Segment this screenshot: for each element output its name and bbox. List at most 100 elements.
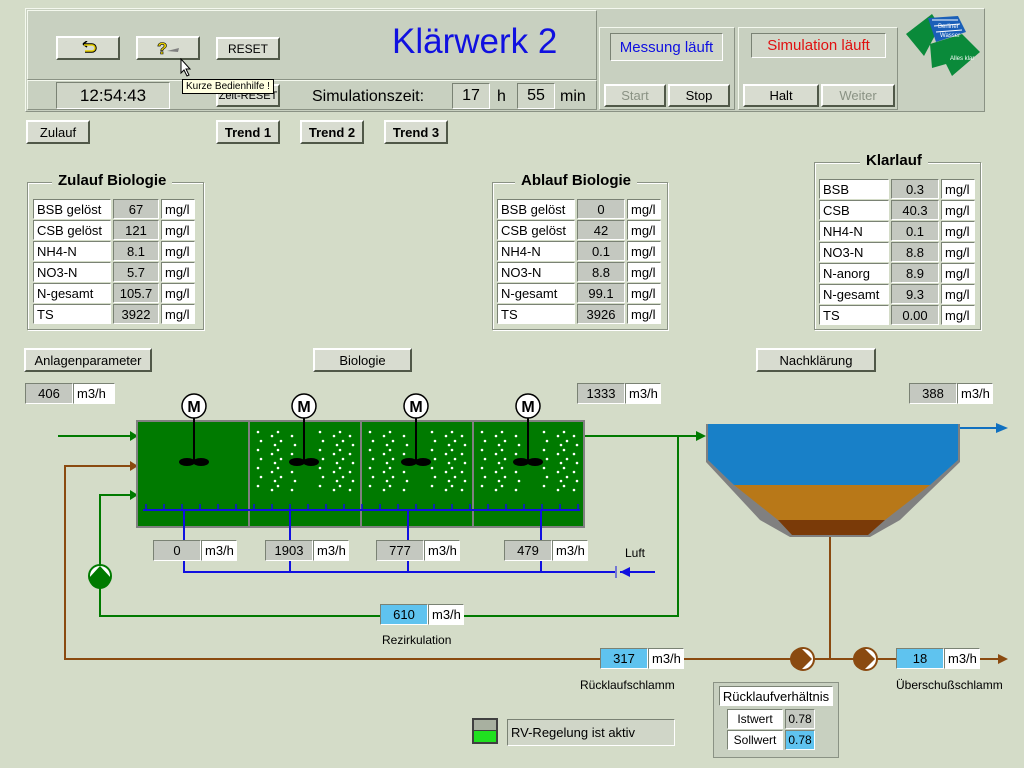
klarlauf-row-unit: mg/l bbox=[941, 284, 975, 304]
logo-text-3: Alles klar bbox=[950, 56, 974, 62]
ablauf-biologie-row-unit: mg/l bbox=[627, 241, 661, 261]
svg-text:M: M bbox=[187, 399, 200, 416]
sollwert-value[interactable]: 0.78 bbox=[785, 730, 815, 750]
back-button[interactable] bbox=[56, 36, 120, 60]
zulauf-biologie-row-name: NH4-N bbox=[33, 241, 111, 261]
zulauf-biologie-row-unit: mg/l bbox=[161, 304, 195, 324]
back-arrow-icon bbox=[82, 41, 97, 53]
ueberschussschlamm-value[interactable]: 18 bbox=[896, 648, 944, 669]
zulauf-biologie-row-value: 5.7 bbox=[113, 262, 159, 282]
inflow-unit: m3/h bbox=[73, 383, 115, 404]
zulauf-biologie-row-value: 105.7 bbox=[113, 283, 159, 303]
air-flow-4-value: 479 bbox=[504, 540, 552, 561]
stirrer-motor-icon: M bbox=[179, 393, 209, 466]
sim-time-label: Simulationszeit: bbox=[312, 88, 425, 105]
ablauf-biologie-row-name: NO3-N bbox=[497, 262, 575, 282]
air-flow-1-unit: m3/h bbox=[201, 540, 237, 561]
title-area bbox=[27, 10, 597, 80]
klarlauf-row-value: 8.9 bbox=[891, 263, 939, 283]
ablauf-biologie-row-value: 0.1 bbox=[577, 241, 625, 261]
air-flow-4-unit: m3/h bbox=[552, 540, 588, 561]
outflow-unit: m3/h bbox=[957, 383, 993, 404]
ablauf-biologie-row-unit: mg/l bbox=[627, 283, 661, 303]
rv-regelung-indicator[interactable] bbox=[472, 718, 498, 744]
svg-text:M: M bbox=[521, 399, 534, 416]
klarlauf-row-name: NO3-N bbox=[819, 242, 889, 262]
clear-outflow-arrow bbox=[996, 423, 1008, 433]
air-main-pipe bbox=[183, 510, 615, 573]
help-tooltip: Kurze Bedienhilfe ! bbox=[182, 79, 274, 94]
ablauf-biologie-row-unit: mg/l bbox=[627, 304, 661, 324]
ruecklaufverhaeltnis-title: Rücklaufverhältnis bbox=[719, 686, 833, 706]
air-flow-3-value: 777 bbox=[376, 540, 424, 561]
zulauf-biologie-row-value: 121 bbox=[113, 220, 159, 240]
klarlauf-row-name: CSB bbox=[819, 200, 889, 220]
reset-button[interactable]: RESET bbox=[216, 37, 280, 60]
zulauf-biologie-title: Zulauf Biologie bbox=[52, 172, 173, 189]
ablauf-biologie-row-name: N-gesamt bbox=[497, 283, 575, 303]
sollwert-label: Sollwert bbox=[727, 730, 783, 750]
logo-text-1: Berliner bbox=[938, 24, 959, 30]
outflow-value: 388 bbox=[909, 383, 957, 404]
nachklaerung-button[interactable]: Nachklärung bbox=[756, 348, 876, 372]
page-title: Klärwerk 2 bbox=[392, 22, 558, 61]
rezirkulation-unit: m3/h bbox=[428, 604, 464, 625]
trend3-button[interactable]: Trend 3 bbox=[384, 120, 448, 144]
halt-button[interactable]: Halt bbox=[743, 84, 819, 107]
return-sludge-pump-icon bbox=[790, 647, 815, 671]
help-icon: ? bbox=[157, 39, 179, 57]
hours-unit: h bbox=[497, 88, 506, 105]
help-button[interactable]: ? bbox=[136, 36, 200, 60]
klarlauf-row-value: 8.8 bbox=[891, 242, 939, 262]
biology-outflow-arrow bbox=[696, 431, 706, 441]
istwert-label: Istwert bbox=[727, 709, 783, 729]
weiter-button[interactable]: Weiter bbox=[821, 84, 895, 107]
measurement-status: Messung läuft bbox=[610, 33, 723, 61]
ueberschussschlamm-unit: m3/h bbox=[944, 648, 980, 669]
biologie-button[interactable]: Biologie bbox=[313, 348, 412, 372]
ueberschussschlamm-label: Überschußschlamm bbox=[896, 678, 1003, 692]
ruecklaufschlamm-value[interactable]: 317 bbox=[600, 648, 648, 669]
klarlauf-row-unit: mg/l bbox=[941, 242, 975, 262]
zulauf-button[interactable]: Zulauf bbox=[26, 120, 90, 144]
anlagenparameter-button[interactable]: Anlagenparameter bbox=[24, 348, 152, 372]
stirrer-motor-icon: M bbox=[513, 393, 543, 466]
trend2-button[interactable]: Trend 2 bbox=[300, 120, 364, 144]
klarlauf-row-value: 40.3 bbox=[891, 200, 939, 220]
ablauf-biologie-row-name: NH4-N bbox=[497, 241, 575, 261]
ablauf-biologie-row-name: CSB gelöst bbox=[497, 220, 575, 240]
klarlauf-row-name: TS bbox=[819, 305, 889, 325]
klarlauf-row-name: NH4-N bbox=[819, 221, 889, 241]
trend1-button[interactable]: Trend 1 bbox=[216, 120, 280, 144]
zulauf-biologie-row-name: CSB gelöst bbox=[33, 220, 111, 240]
air-flow-3-unit: m3/h bbox=[424, 540, 460, 561]
inflow-arrow bbox=[130, 431, 138, 441]
air-bubbles bbox=[256, 430, 579, 492]
simulation-status: Simulation läuft bbox=[751, 33, 886, 58]
zulauf-biologie-row-name: TS bbox=[33, 304, 111, 324]
inflow-value: 406 bbox=[25, 383, 73, 404]
zulauf-biologie-row-value: 67 bbox=[113, 199, 159, 219]
klarlauf-row-unit: mg/l bbox=[941, 305, 975, 325]
minutes-unit: min bbox=[560, 88, 586, 105]
clarifier-sludge-bottom bbox=[778, 520, 885, 535]
recirculation-pipe bbox=[99, 436, 679, 617]
rezirkulation-value[interactable]: 610 bbox=[380, 604, 428, 625]
ablauf-biologie-title: Ablauf Biologie bbox=[515, 172, 637, 189]
clarifier-sludge bbox=[734, 485, 930, 520]
zulauf-biologie-row-unit: mg/l bbox=[161, 220, 195, 240]
ablauf-biologie-row-value: 3926 bbox=[577, 304, 625, 324]
start-button[interactable]: Start bbox=[604, 84, 666, 107]
return-sludge-pipe bbox=[64, 465, 831, 660]
istwert-value: 0.78 bbox=[785, 709, 815, 729]
zulauf-biologie-row-unit: mg/l bbox=[161, 241, 195, 261]
zulauf-biologie-row-unit: mg/l bbox=[161, 283, 195, 303]
klarlauf-row-value: 0.3 bbox=[891, 179, 939, 199]
recirculation-arrow bbox=[130, 490, 138, 500]
air-flow-2-unit: m3/h bbox=[313, 540, 349, 561]
klarlauf-row-unit: mg/l bbox=[941, 221, 975, 241]
excess-sludge-arrow bbox=[998, 654, 1008, 664]
air-inlet-arrow bbox=[620, 567, 630, 577]
mouse-cursor-icon bbox=[180, 58, 192, 77]
stop-button[interactable]: Stop bbox=[668, 84, 730, 107]
